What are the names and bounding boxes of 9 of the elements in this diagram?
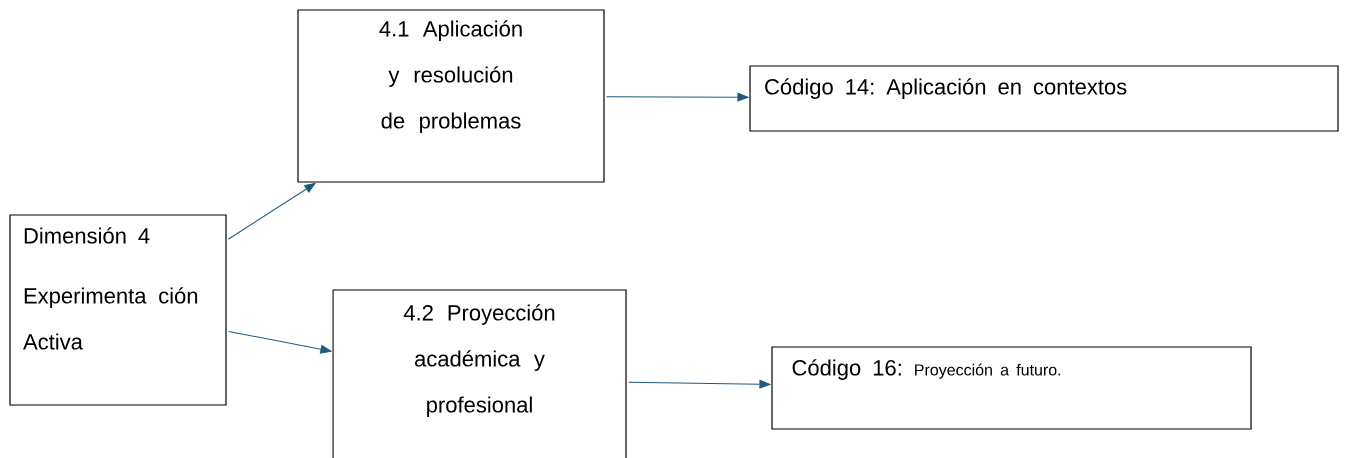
text-box: Código 14: Aplicación en contextos — [749, 65, 1339, 132]
text-box: 4.1 Aplicación y resolución de problemas — [297, 9, 605, 183]
arrow — [628, 379, 771, 389]
arrow — [227, 182, 316, 240]
arrow — [606, 92, 749, 102]
arrow — [228, 330, 332, 354]
text-box: Dimensión 4 Experimenta ción Activa — [9, 214, 227, 406]
text-box: 4.2 Proyección académica y profesional — [332, 289, 627, 458]
text-box: Código 16: Proyección a futuro. — [771, 346, 1252, 430]
